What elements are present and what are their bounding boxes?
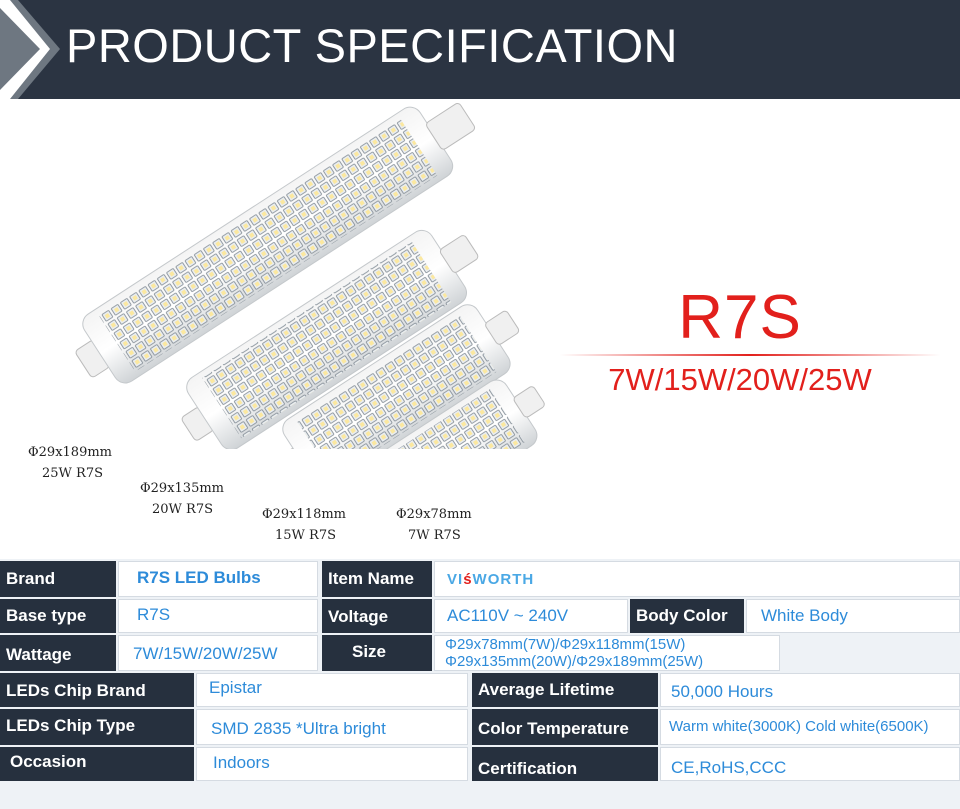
wattage-label: Wattage [0, 635, 116, 671]
size-value-line-1: Φ29x78mm(7W)/Φ29x118mm(15W) [445, 636, 686, 653]
wattage-heading: 7W/15W/20W/25W [608, 362, 872, 397]
lifetime-label: Average Lifetime [472, 673, 658, 707]
bulb-7w [378, 379, 545, 449]
bulb-15w-label: Φ29x118mm 15W R7S [262, 504, 346, 546]
voltage-value: AC110V ~ 240V [434, 599, 628, 633]
logo-part-a: VI [447, 571, 464, 588]
bulb-size: Φ29x189mm [28, 445, 112, 460]
bulb-20w [181, 229, 479, 449]
lifetime-value: 50,000 Hours [660, 673, 960, 707]
item-name-label: Item Name [322, 561, 432, 597]
chip-brand-label: LEDs Chip Brand [0, 673, 194, 707]
chip-brand-value: Epistar [196, 673, 468, 707]
logo-part-b: WORTH [472, 571, 535, 588]
certification-value: CE,RoHS,CCC [660, 747, 960, 781]
size-value-line-2: Φ29x135mm(20W)/Φ29x189mm(25W) [445, 653, 704, 670]
chip-type-value: SMD 2835 *Ultra bright [196, 709, 468, 745]
brand-logo: VIśWORTH [447, 571, 534, 588]
model-heading: R7S [678, 283, 802, 352]
header-banner: PRODUCT SPECIFICATION [0, 0, 960, 99]
voltage-label: Voltage [322, 599, 432, 633]
bulb-illustration [75, 103, 545, 449]
brand-label: Brand [0, 561, 116, 597]
certification-label: Certification [472, 747, 658, 781]
spec-table: Brand R7S LED Bulbs Item Name VIśWORTH B… [0, 559, 960, 809]
base-type-value: R7S [118, 599, 318, 633]
bulb-15w [277, 304, 520, 449]
chevron-arrow-icon [0, 0, 60, 99]
wattage-value: 7W/15W/20W/25W [118, 635, 318, 671]
bulb-25w-label: Φ29x189mm 25W R7S [28, 442, 112, 484]
base-type-label: Base type [0, 599, 116, 633]
brand-value: R7S LED Bulbs [118, 561, 318, 597]
bulb-spec: 25W R7S [42, 466, 104, 481]
bulb-spec: 7W R7S [408, 528, 461, 543]
bulb-25w [75, 103, 476, 384]
color-temp-label: Color Temperature [472, 709, 658, 745]
bulb-spec: 15W R7S [275, 528, 337, 543]
product-images: Φ29x189mm 25W R7S Φ29x135mm 20W R7S Φ29x… [0, 99, 960, 559]
body-color-label: Body Color [630, 599, 744, 633]
color-temp-value: Warm white(3000K) Cold white(6500K) [660, 709, 960, 745]
bulb-size: Φ29x135mm [140, 481, 224, 496]
chip-type-label: LEDs Chip Type [0, 709, 194, 745]
occasion-value: Indoors [196, 747, 468, 781]
divider-line [560, 354, 940, 356]
bulb-spec: 20W R7S [152, 502, 214, 517]
bulb-7w-label: Φ29x78mm 7W R7S [396, 504, 472, 546]
size-value: Φ29x78mm(7W)/Φ29x118mm(15W) Φ29x135mm(20… [434, 635, 780, 671]
bulb-size: Φ29x78mm [396, 507, 472, 522]
bulb-20w-label: Φ29x135mm 20W R7S [140, 478, 224, 520]
occasion-label: Occasion [0, 747, 194, 781]
size-label: Size [322, 635, 432, 671]
item-name-value: VIśWORTH [434, 561, 960, 597]
bulb-size: Φ29x118mm [262, 507, 346, 522]
page-title: PRODUCT SPECIFICATION [66, 19, 678, 72]
body-color-value: White Body [746, 599, 960, 633]
logo-flame-icon: ś [463, 571, 473, 588]
